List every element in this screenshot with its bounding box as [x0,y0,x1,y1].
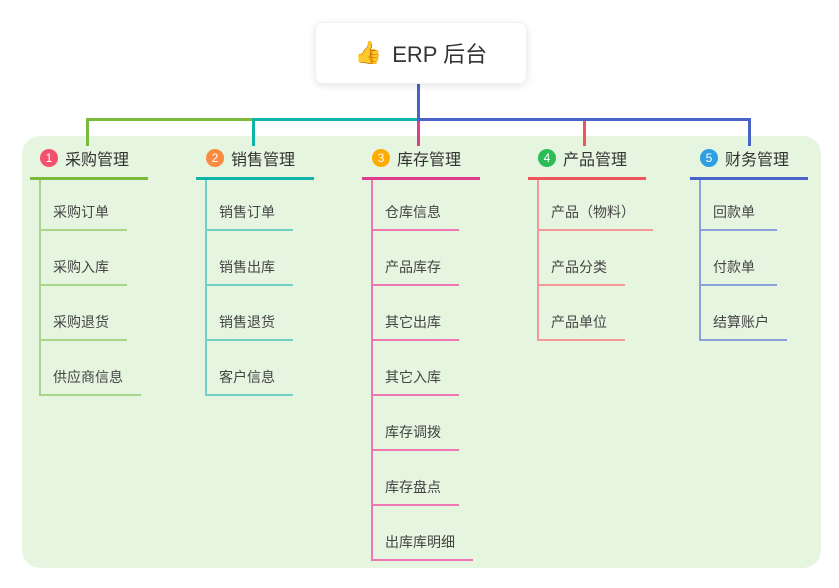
connector-drop-branch-4 [583,121,586,146]
branch-inventory-header[interactable]: 3 库存管理 [362,146,480,180]
root-node[interactable]: 👍 ERP 后台 [315,22,527,84]
branch-5-number-badge: 5 [700,149,718,167]
connector-h-branch-1 [86,118,255,121]
branch-purchase-header[interactable]: 1 采购管理 [30,146,148,180]
branch-inventory-label: 库存管理 [397,152,462,169]
branch-2-number-badge: 2 [206,149,224,167]
branch-4-number-badge: 4 [538,149,556,167]
connector-drop-branch-1 [86,118,89,146]
branch-purchase-label: 采购管理 [65,152,130,169]
child-node[interactable]: 产品库存 [373,231,459,286]
branches-background-panel [22,136,821,568]
child-node[interactable]: 销售订单 [207,180,293,231]
branch-1-number-badge: 1 [40,149,58,167]
root-node-label: ERP 后台 [392,42,488,67]
child-node[interactable]: 销售退货 [207,286,293,341]
child-node[interactable]: 客户信息 [207,341,293,396]
connector-drop-branch-2 [252,118,255,146]
root-stem-line [417,82,420,119]
branch-sales-header[interactable]: 2 销售管理 [196,146,314,180]
child-node[interactable]: 仓库信息 [373,180,459,231]
connector-h-branch-2 [252,118,419,121]
branch-3-number-badge: 3 [372,149,390,167]
child-node[interactable]: 采购退货 [41,286,127,341]
child-node[interactable]: 库存盘点 [373,451,459,506]
child-node[interactable]: 产品分类 [539,231,625,286]
child-node[interactable]: 其它入库 [373,341,459,396]
branch-finance: 5 财务管理 回款单 付款单 结算账户 [690,146,808,341]
thumbs-up-icon: 👍 [354,40,383,65]
branch-sales: 2 销售管理 销售订单 销售出库 销售退货 客户信息 [196,146,314,396]
branch-purchase: 1 采购管理 采购订单 采购入库 采购退货 供应商信息 [30,146,148,396]
branch-finance-label: 财务管理 [725,152,790,169]
child-node[interactable]: 产品（物料） [539,180,653,231]
branch-product-label: 产品管理 [563,152,628,169]
branch-purchase-children: 采购订单 采购入库 采购退货 供应商信息 [39,180,141,396]
branch-product-header[interactable]: 4 产品管理 [528,146,646,180]
connector-h-branch-5 [417,118,751,121]
branch-product-children: 产品（物料） 产品分类 产品单位 [537,180,653,341]
child-node[interactable]: 库存调拨 [373,396,459,451]
child-node[interactable]: 回款单 [701,180,777,231]
connector-drop-branch-5 [748,118,751,146]
child-node[interactable]: 其它出库 [373,286,459,341]
child-node[interactable]: 采购入库 [41,231,127,286]
branch-inventory: 3 库存管理 仓库信息 产品库存 其它出库 其它入库 库存调拨 库存盘点 出库库… [362,146,480,561]
child-node[interactable]: 供应商信息 [41,341,141,396]
branch-product: 4 产品管理 产品（物料） 产品分类 产品单位 [528,146,653,341]
child-node[interactable]: 结算账户 [701,286,787,341]
connector-drop-branch-3 [417,121,420,146]
child-node[interactable]: 付款单 [701,231,777,286]
branch-sales-label: 销售管理 [231,152,296,169]
child-node[interactable]: 销售出库 [207,231,293,286]
branch-finance-children: 回款单 付款单 结算账户 [699,180,787,341]
branch-finance-header[interactable]: 5 财务管理 [690,146,808,180]
child-node[interactable]: 采购订单 [41,180,127,231]
branch-sales-children: 销售订单 销售出库 销售退货 客户信息 [205,180,293,396]
child-node[interactable]: 产品单位 [539,286,625,341]
child-node[interactable]: 出库库明细 [373,506,473,561]
branch-inventory-children: 仓库信息 产品库存 其它出库 其它入库 库存调拨 库存盘点 出库库明细 [371,180,473,561]
